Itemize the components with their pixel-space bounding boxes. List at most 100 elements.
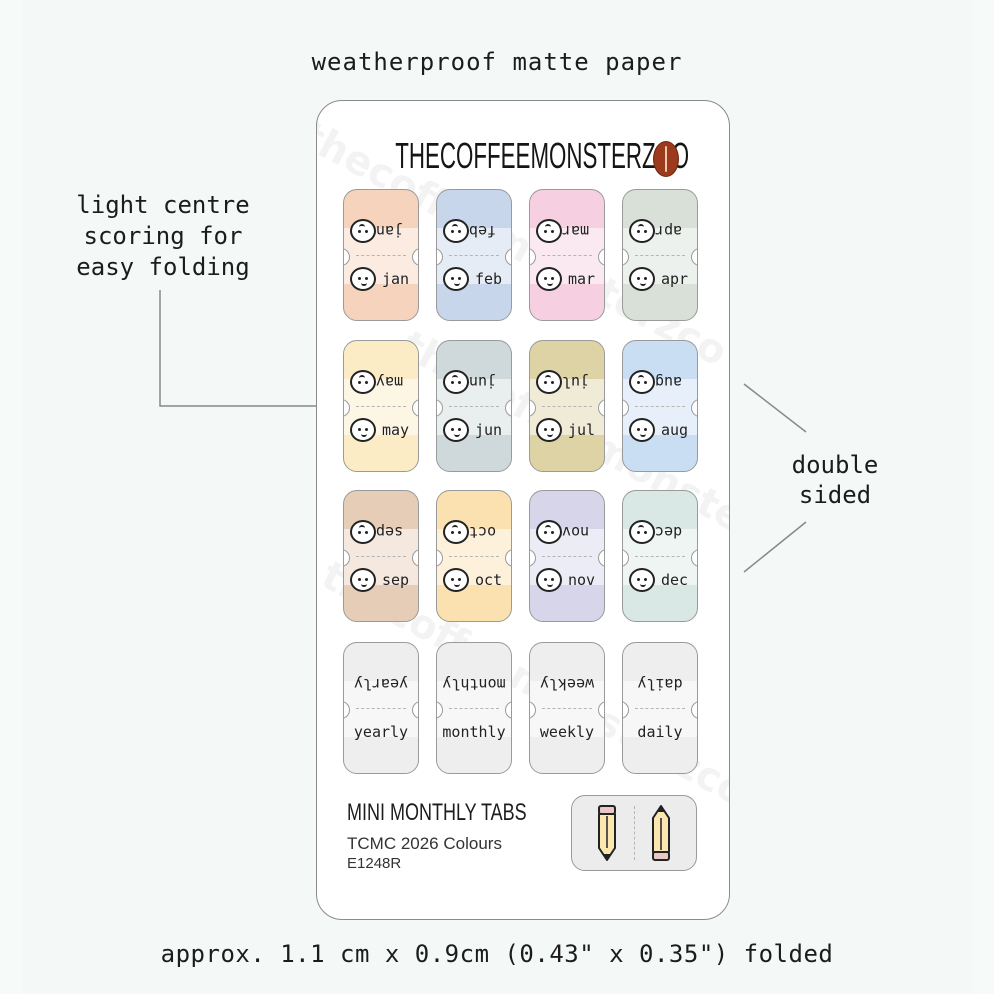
tab-label: yearly — [353, 675, 409, 693]
tab-apr: apr apr — [622, 189, 698, 321]
pencil-icon — [652, 805, 670, 861]
tab-label: jan — [376, 222, 404, 240]
tab-sep: sep sep — [343, 490, 419, 622]
tab-label-row: may — [350, 369, 414, 395]
tab-center-band — [530, 681, 604, 737]
tab-label: monthly — [442, 675, 506, 693]
tab-label-row: monthly — [439, 671, 509, 697]
tab-label-row: apr — [629, 218, 693, 244]
tab-label-row: jan — [350, 266, 414, 292]
tab-oct: oct oct — [436, 490, 512, 622]
tab-label-row: jul — [536, 417, 600, 443]
tab-label-row: aug — [629, 417, 693, 443]
face-icon — [536, 418, 562, 442]
tab-monthly: monthly monthly — [436, 642, 512, 774]
tab-label: dec — [661, 571, 689, 589]
tab-label-row: oct — [443, 567, 507, 593]
face-icon — [536, 568, 562, 592]
tab-label: oct — [469, 523, 497, 541]
tab-label: jan — [382, 270, 410, 288]
tab-label: aug — [655, 373, 683, 391]
face-icon — [629, 267, 655, 291]
face-icon — [629, 370, 655, 394]
tab-label: jul — [568, 421, 596, 439]
tab-label: sep — [376, 523, 404, 541]
tab-label: weekly — [539, 723, 595, 741]
tab-label: jun — [469, 373, 497, 391]
tab-label-row: feb — [443, 266, 507, 292]
tab-nov: nov nov — [529, 490, 605, 622]
tab-label-row: jun — [443, 369, 507, 395]
face-icon — [536, 267, 562, 291]
product-subtitle: TCMC 2026 Colours — [347, 834, 502, 853]
tab-center-band — [623, 681, 697, 737]
face-icon — [629, 520, 655, 544]
face-icon — [536, 370, 562, 394]
face-icon — [443, 418, 469, 442]
tab-fold-line — [542, 708, 592, 709]
tab-label-row: yearly — [346, 719, 416, 745]
face-icon — [350, 267, 376, 291]
face-icon — [443, 219, 469, 243]
tab-label: jul — [562, 373, 590, 391]
tab-center-band — [437, 681, 511, 737]
tab-label-row: may — [350, 417, 414, 443]
brand-logo-text: THECOFFEEMONSTERZCO — [395, 135, 690, 176]
tab-fold-line — [635, 708, 685, 709]
tab-center-band — [344, 681, 418, 737]
tab-label: monthly — [442, 723, 506, 741]
tab-label: jun — [475, 421, 503, 439]
tab-label: weekly — [539, 675, 595, 693]
tab-yearly: yearly yearly — [343, 642, 419, 774]
tab-label: oct — [475, 571, 503, 589]
tab-label: apr — [661, 270, 689, 288]
tab-label-row: nov — [536, 567, 600, 593]
face-icon — [536, 219, 562, 243]
tab-label: nov — [562, 523, 590, 541]
tab-jan: jan jan — [343, 189, 419, 321]
tab-label-row: monthly — [439, 719, 509, 745]
tab-fold-line — [542, 556, 592, 557]
tab-fold-line — [356, 708, 406, 709]
tab-fold-line — [542, 406, 592, 407]
face-icon — [350, 520, 376, 544]
tab-label-row: yearly — [346, 671, 416, 697]
product-code: E1248R — [347, 855, 402, 872]
face-icon — [350, 568, 376, 592]
top-caption: weatherproof matte paper — [311, 48, 683, 76]
tab-fold-line — [356, 406, 406, 407]
size-caption: approx. 1.1 cm x 0.9cm (0.43" x 0.35") f… — [160, 940, 834, 968]
face-icon — [443, 568, 469, 592]
tab-fold-line — [635, 255, 685, 256]
tab-daily: daily daily — [622, 642, 698, 774]
tab-fold-line — [542, 255, 592, 256]
tab-label-row: mar — [536, 218, 600, 244]
pencil-tab-fold — [634, 806, 635, 860]
tab-label-row: feb — [443, 218, 507, 244]
tab-label: may — [382, 421, 410, 439]
tab-label-row: weekly — [532, 671, 602, 697]
tab-label-row: dec — [629, 567, 693, 593]
tab-weekly: weekly weekly — [529, 642, 605, 774]
tab-label: sep — [382, 571, 410, 589]
scoring-caption: light centre scoring for easy folding — [76, 191, 250, 281]
tab-label: yearly — [353, 723, 409, 741]
tab-label: mar — [562, 222, 590, 240]
tab-jul: jul jul — [529, 340, 605, 472]
tab-label: daily — [637, 723, 683, 741]
sticker-sheet: thecoffeemonsterzco thecoffeemonsterzco … — [316, 100, 730, 920]
double-sided-caption: double sided — [791, 451, 879, 509]
face-icon — [350, 219, 376, 243]
tab-label: apr — [655, 222, 683, 240]
face-icon — [536, 520, 562, 544]
tab-label-row: daily — [625, 671, 695, 697]
tab-label-row: sep — [350, 519, 414, 545]
tab-label-row: daily — [625, 719, 695, 745]
face-icon — [629, 418, 655, 442]
tab-label-row: weekly — [532, 719, 602, 745]
coffee-bean-icon — [653, 141, 679, 177]
tab-aug: aug aug — [622, 340, 698, 472]
tab-label-row: oct — [443, 519, 507, 545]
